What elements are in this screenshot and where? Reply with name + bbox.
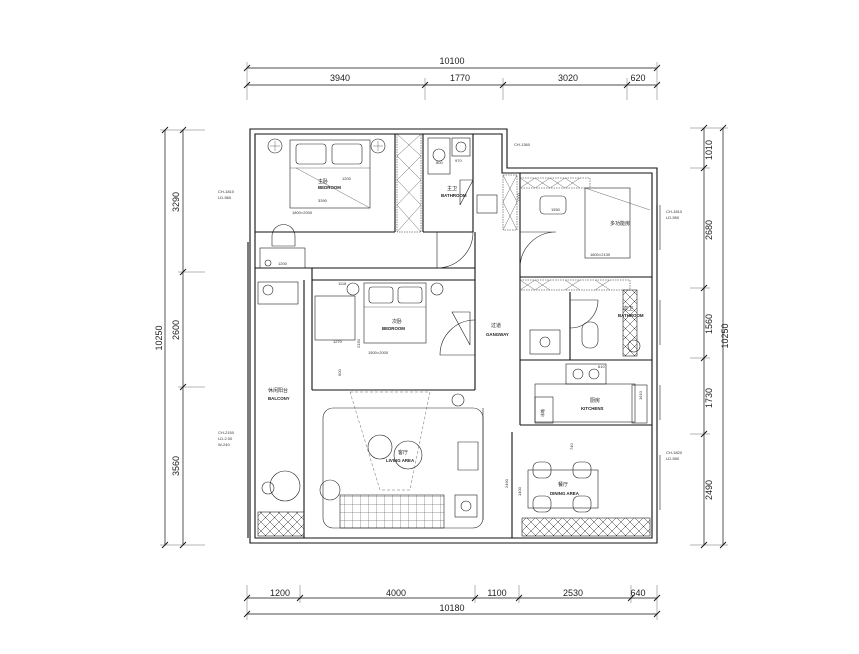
kitchen-cn: 厨房 [590, 397, 600, 404]
second-bed-d1: 1118 [338, 281, 347, 286]
dim-right-4: 1730 [704, 388, 714, 408]
dim-right-3: 1560 [704, 314, 714, 334]
dim-bottom-3: 1100 [487, 588, 506, 598]
master-bath-d1: 800 [436, 160, 443, 165]
window-w1-b: LD-560 [218, 195, 232, 200]
window-w5-a: CH-1820 [666, 450, 683, 455]
master-bath-d2: 970 [455, 158, 462, 163]
study-d1: 1550 [551, 207, 561, 212]
dim-top-1: 3940 [330, 73, 350, 83]
dimension-top: 10100 3940 1770 3020 620 [243, 56, 661, 100]
second-bedroom: 1118 1270 2150 600 次卧 BEDROOM 1500×2000 [314, 281, 471, 376]
exterior-walls [247, 128, 658, 544]
second-bed-d3: 2150 [356, 338, 361, 348]
dim-left-3: 3560 [171, 456, 181, 476]
master-bed-side: 1200 [342, 176, 352, 181]
kitchen-fridge: 冰箱 [539, 409, 545, 417]
master-bed-size: 1800×2000 [292, 210, 313, 215]
master-bathroom: 800 970 主卫 BATHROOM [427, 137, 498, 214]
dim-top-2: 1770 [450, 73, 470, 83]
corridor-cn: 过道 [491, 322, 501, 329]
dim-left-total: 10250 [154, 325, 164, 350]
kitchen-d1: 610 [598, 364, 605, 369]
balcony-en: BALCONY [268, 396, 290, 401]
dimension-right: 1010 2680 1560 1730 2490 10250 [690, 124, 730, 549]
dim-right-5: 2490 [704, 480, 714, 500]
master-bath-en: BATHROOM [441, 193, 467, 198]
doors [436, 179, 599, 356]
study: 1550 1200 多功能房 1800×2130 [516, 187, 651, 259]
second-bath-cn: 次卫 [623, 305, 633, 312]
master-bedroom-en: BEDROOM [318, 185, 341, 190]
master-bed-width: 3390 [318, 198, 328, 203]
second-bedroom-en: BEDROOM [382, 326, 405, 331]
dim-top-3: 3020 [558, 73, 578, 83]
dim-right-1: 1010 [704, 140, 714, 160]
dimension-left: 10250 3290 2600 3560 [154, 126, 205, 549]
second-bed-d2: 1270 [333, 339, 343, 344]
dim-left-1: 3290 [171, 192, 181, 212]
kitchen: 610 1610 冰箱 厨房 KITCHENS [534, 363, 648, 424]
dim-bottom-total: 10180 [439, 603, 464, 613]
dimension-bottom: 1200 4000 1100 2530 640 10180 [243, 585, 661, 620]
windows [257, 133, 661, 537]
master-bedroom: 主卧 BEDROOM 1800×2000 3390 1200 1200 [259, 138, 386, 269]
balcony-cn: 休闲阳台 [268, 387, 288, 394]
window-w5-b: LD-550 [666, 456, 680, 461]
window-tags: CH-1810 LD-560 CH-1360 CH-1810 LD-550 CH… [218, 142, 683, 461]
second-bed-d4: 600 [337, 369, 342, 376]
dim-bottom-2: 4000 [386, 588, 406, 598]
dim-right-2: 2680 [704, 220, 714, 240]
second-bathroom: 次卫 BATHROOM [529, 305, 644, 355]
dim-top-total: 10100 [439, 56, 464, 66]
interior-walls [255, 134, 652, 538]
master-bath-cn: 主卫 [447, 185, 457, 192]
dim-right-total: 10250 [720, 323, 730, 348]
second-bedroom-cn: 次卧 [392, 318, 402, 325]
dining-d2: 1400 [517, 486, 522, 496]
kitchen-en: KITCHENS [581, 406, 604, 411]
window-w4-b: LD-2.00 [218, 436, 233, 441]
study-d2: 1200 [516, 192, 521, 202]
vanity-dim: 1200 [278, 261, 288, 266]
window-w3-b: LD-550 [666, 215, 680, 220]
window-w2-a: CH-1360 [514, 142, 531, 147]
window-w3-a: CH-1810 [666, 209, 683, 214]
dim-bottom-5: 640 [630, 588, 645, 598]
second-bed-size: 1500×2000 [368, 350, 389, 355]
window-w4-c: W-240 [218, 442, 230, 447]
dining-cn: 餐厅 [558, 481, 568, 488]
dim-bottom-4: 2530 [563, 588, 583, 598]
living-en: LIVING AREA [386, 458, 415, 463]
corridor: 过道 GANGWAY [486, 322, 509, 337]
kitchen-d2: 1610 [638, 390, 643, 400]
dining-d3: 2490 [504, 478, 509, 488]
dining-room: 740 1400 2490 餐厅 DINING AREA [504, 443, 599, 513]
second-bath-en: BATHROOM [618, 313, 644, 318]
dining-en: DINING AREA [550, 491, 580, 496]
dining-d1: 740 [569, 443, 574, 450]
dim-bottom-1: 1200 [270, 588, 290, 598]
living-cn: 客厅 [398, 449, 408, 456]
study-cn: 多功能房 [610, 220, 630, 227]
living-room: 客厅 LIVING AREA [319, 391, 484, 529]
window-w4-a: CH-2150 [218, 430, 235, 435]
study-bed: 1800×2130 [590, 252, 611, 257]
corridor-en: GANGWAY [486, 332, 509, 337]
master-bedroom-cn: 主卧 [318, 178, 328, 185]
window-w1-a: CH-1810 [218, 189, 235, 194]
dim-top-4: 620 [630, 73, 645, 83]
balcony: 休闲阳台 BALCONY [257, 281, 301, 502]
dim-left-2: 2600 [171, 320, 181, 340]
